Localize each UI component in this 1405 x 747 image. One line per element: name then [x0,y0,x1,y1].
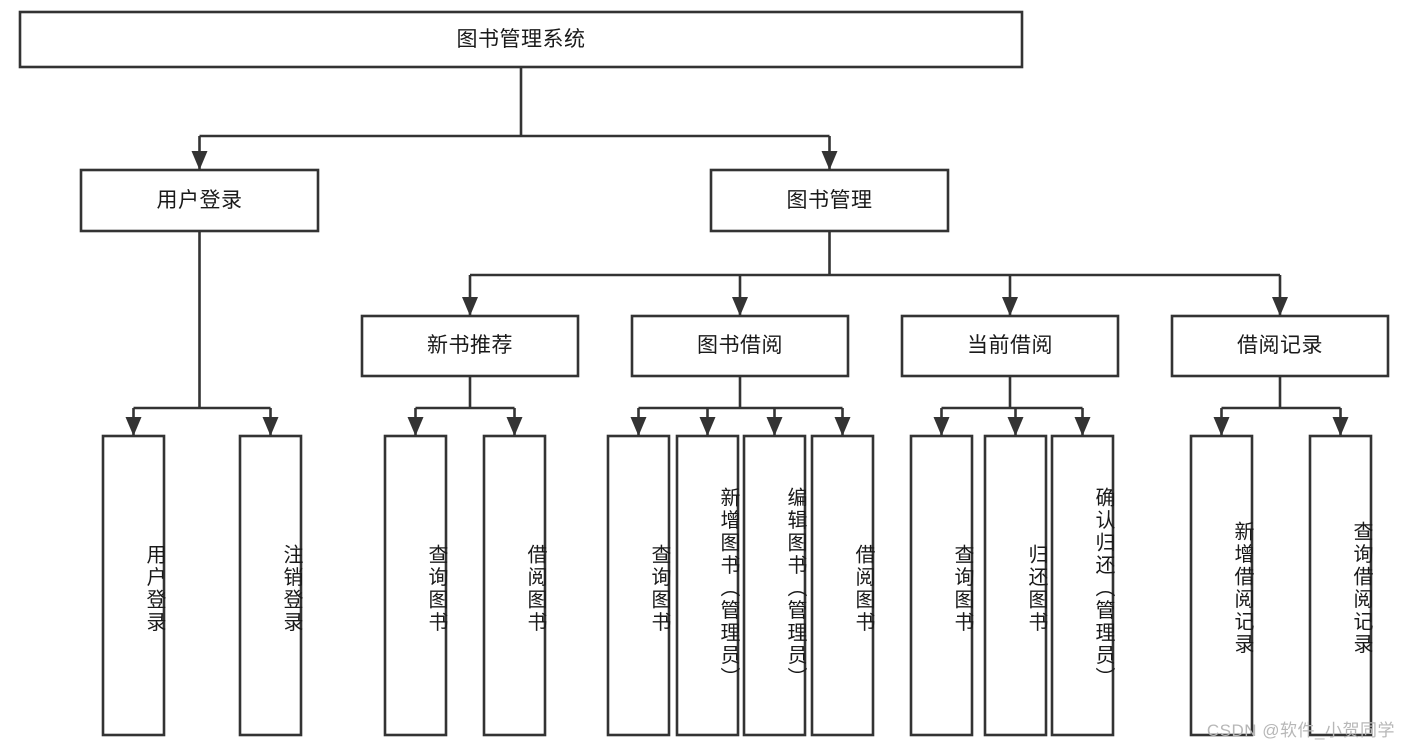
leafgrp-2-arrow-3 [834,417,851,436]
mgmt-to-level3-arrow-0 [462,297,478,316]
leaf-box-4[interactable] [606,434,671,737]
level3-box-1[interactable] [630,314,850,378]
node-box-layer [18,10,1390,737]
leafgrp-4-arrow-1 [1332,417,1349,436]
connector-layer [125,67,1349,436]
leafgrp-3-arrow-0 [933,417,950,436]
leafgrp-2-arrow-2 [766,417,783,436]
level2-box-1[interactable] [709,168,950,233]
root-to-level2-arrow-0 [191,151,208,170]
leaf-box-9[interactable] [983,434,1048,737]
leaf-box-5[interactable] [675,434,740,737]
leafgrp-0-arrow-1 [262,417,279,436]
leafgrp-0-arrow-0 [125,417,142,436]
level3-box-3[interactable] [1170,314,1390,378]
level3-box-2[interactable] [900,314,1120,378]
leafgrp-2-arrow-1 [699,417,716,436]
leaf-box-0[interactable] [101,434,166,737]
leafgrp-4-arrow-0 [1213,417,1230,436]
leafgrp-1-arrow-0 [407,417,424,436]
leaf-box-6[interactable] [742,434,807,737]
leaf-box-2[interactable] [383,434,448,737]
leaf-box-8[interactable] [909,434,974,737]
level2-box-0[interactable] [79,168,320,233]
leaf-box-12[interactable] [1308,434,1373,737]
mgmt-to-level3-arrow-2 [1002,297,1018,316]
leaf-box-3[interactable] [482,434,547,737]
mgmt-to-level3-arrow-1 [732,297,748,316]
leaf-box-11[interactable] [1189,434,1254,737]
leafgrp-2-arrow-0 [630,417,647,436]
leafgrp-3-arrow-1 [1007,417,1024,436]
leaf-box-7[interactable] [810,434,875,737]
leafgrp-3-arrow-2 [1074,417,1091,436]
mgmt-to-level3-arrow-3 [1272,297,1288,316]
leaf-box-10[interactable] [1050,434,1115,737]
level3-box-0[interactable] [360,314,580,378]
root-box-0[interactable] [18,10,1024,69]
root-to-level2-arrow-1 [821,151,838,170]
csdn-watermark: CSDN @软件_小贺同学 [1206,721,1395,740]
leaf-box-1[interactable] [238,434,303,737]
leafgrp-1-arrow-1 [506,417,523,436]
